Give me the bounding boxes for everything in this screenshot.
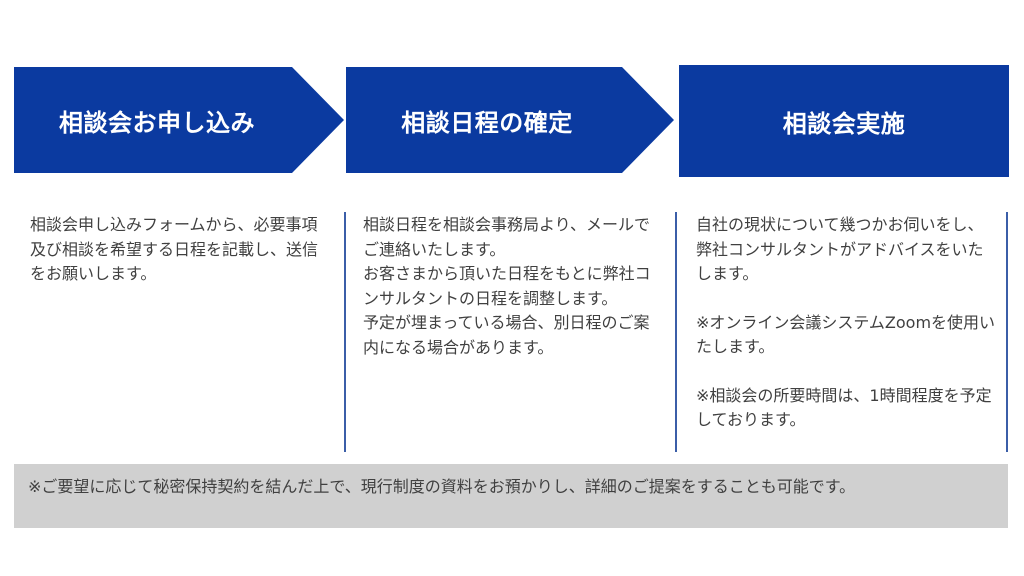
step-3-description: 自社の現状について幾つかお伺いをし、弊社コンサルタントがアドバイスをいたします。… bbox=[696, 213, 996, 433]
step-1-label: 相談会お申し込み bbox=[59, 108, 255, 137]
step-3-text-3: ※相談会の所要時間は、1時間程度を予定しております。 bbox=[696, 385, 992, 430]
divider-line bbox=[675, 212, 677, 452]
step-3-label: 相談会実施 bbox=[782, 109, 906, 138]
step-3-box: 相談会実施 bbox=[679, 65, 1009, 177]
divider-line bbox=[344, 212, 346, 452]
footnote-box: ※ご要望に応じて秘密保持契約を結んだ上で、現行制度の資料をお預かりし、詳細のご提… bbox=[14, 464, 1008, 528]
footnote-text: ※ご要望に応じて秘密保持契約を結んだ上で、現行制度の資料をお預かりし、詳細のご提… bbox=[28, 477, 856, 496]
step-1-text: 相談会申し込みフォームから、必要事項及び相談を希望する日程を記載し、送信をお願い… bbox=[30, 215, 319, 283]
step-2-label: 相談日程の確定 bbox=[401, 108, 573, 137]
divider-line bbox=[1006, 212, 1008, 452]
step-3-text-2: ※オンライン会議システムZoomを使用いたします。 bbox=[696, 312, 996, 357]
step-2-text-1: 相談日程を相談会事務局より、メールでご連絡いたします。 bbox=[363, 215, 651, 259]
step-3-text-1: 自社の現状について幾つかお伺いをし、弊社コンサルタントがアドバイスをいたします。 bbox=[696, 215, 984, 283]
step-2-description: 相談日程を相談会事務局より、メールでご連絡いたします。 お客さまから頂いた日程を… bbox=[363, 213, 663, 360]
step-2-arrow: 相談日程の確定 bbox=[346, 67, 674, 173]
step-1-arrow: 相談会お申し込み bbox=[14, 67, 344, 173]
step-2-text-3: 予定が埋まっている場合、別日程のご案内になる場合があります。 bbox=[363, 313, 650, 357]
step-2-text-2: お客さまから頂いた日程をもとに弊社コンサルタントの日程を調整します。 bbox=[363, 264, 651, 308]
step-1-description: 相談会申し込みフォームから、必要事項及び相談を希望する日程を記載し、送信をお願い… bbox=[30, 213, 330, 287]
